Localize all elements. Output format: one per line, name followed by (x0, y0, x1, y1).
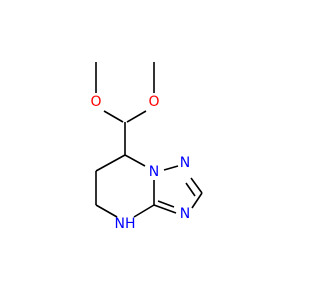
atom-n3: N (180, 206, 190, 222)
bond-c2-n3 (191, 192, 203, 209)
bond-o1-ch (103, 110, 124, 123)
bond-o2-ch (126, 110, 147, 123)
bond-n2-c2 (190, 177, 203, 194)
atom-nh: NH (115, 216, 136, 232)
atom-o2: O (148, 94, 159, 110)
bond-c5-n4 (95, 204, 118, 218)
bond-n1-n2 (163, 165, 179, 171)
atom-n2: N (180, 155, 190, 171)
structure-svg: O O N N N NH (90, 62, 203, 232)
atom-n1: N (149, 164, 159, 180)
bond-c7-c6 (95, 154, 126, 172)
bond-c7-n1 (124, 154, 146, 167)
bond-n4-c3a (133, 204, 155, 218)
bond-n3-c3a-inner (157, 200, 175, 208)
bond-n3-c3a (153, 204, 177, 214)
molecule-diagram: O O N N N NH (90, 62, 203, 232)
atom-o1: O (90, 94, 101, 110)
bond-n2-c2-inner (185, 182, 196, 197)
